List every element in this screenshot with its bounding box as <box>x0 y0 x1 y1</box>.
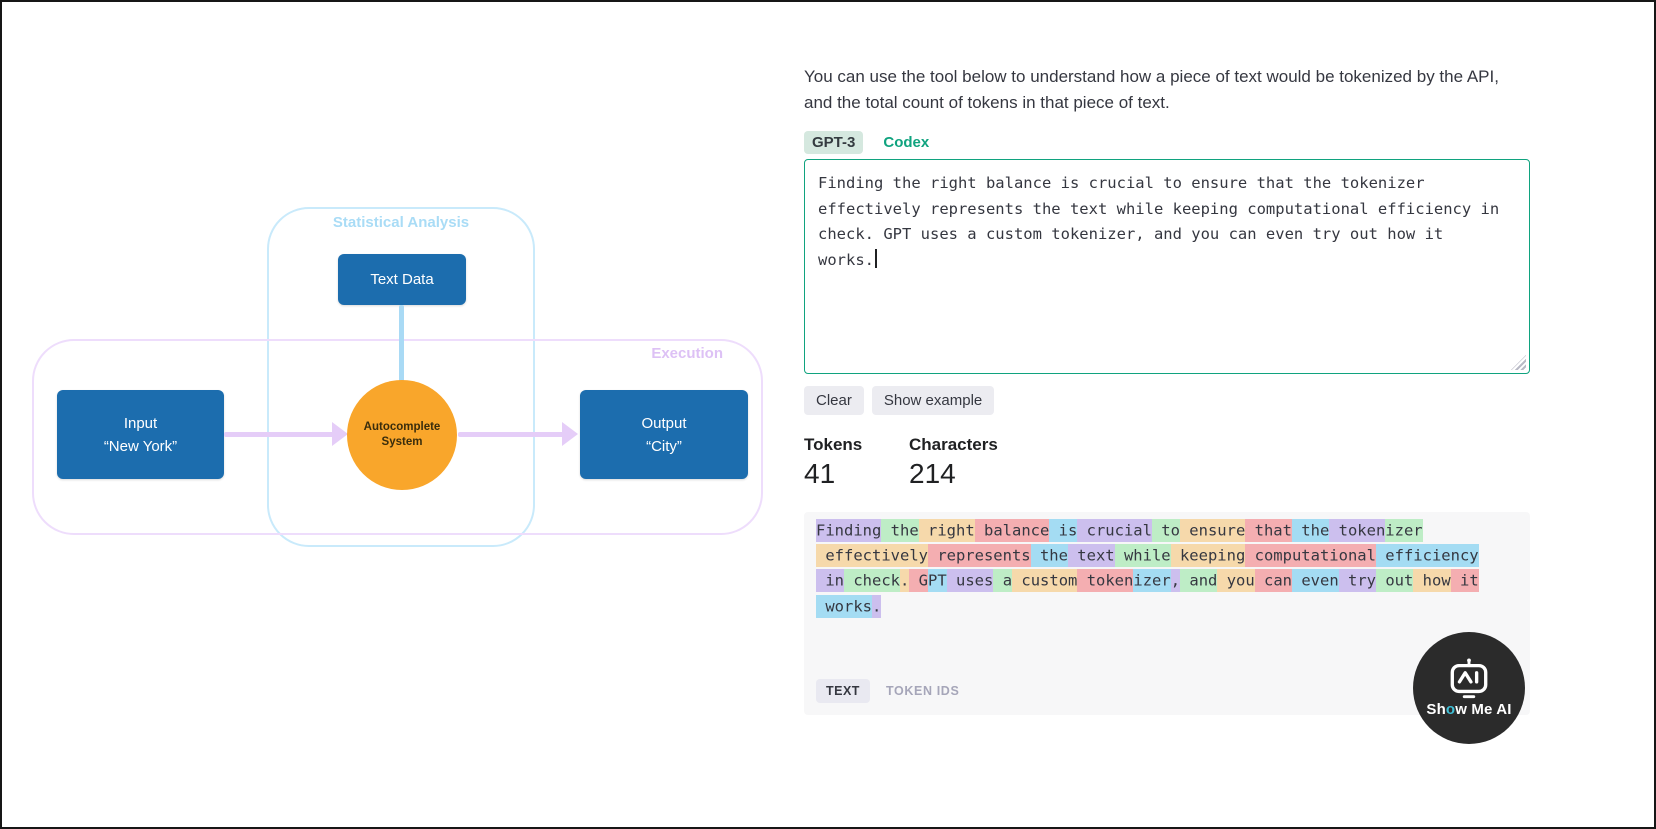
token-chip: the <box>1030 543 1068 567</box>
editor-text-line: Finding the right balance is crucial to … <box>818 174 1425 192</box>
node-output-line2: “City” <box>646 437 682 455</box>
token-chip: , <box>1170 569 1181 593</box>
token-chip: computational <box>1245 543 1376 567</box>
token-line: effectively represents the text while ke… <box>816 543 1518 571</box>
node-autocomplete-line2: System <box>381 436 423 448</box>
characters-label: Characters <box>909 435 998 454</box>
tokenizer-text-input[interactable]: Finding the right balance is crucial to … <box>804 159 1530 374</box>
token-chip: text <box>1067 543 1115 567</box>
arrow-input-to-system-head-icon <box>332 422 348 446</box>
logo-wordmark: Show Me AI <box>1426 701 1511 718</box>
token-chip: Finding <box>816 518 882 542</box>
token-chip: izer <box>1385 518 1423 542</box>
logo-text-post: w Me AI <box>1455 701 1512 718</box>
tab-gpt3[interactable]: GPT-3 <box>804 131 864 154</box>
token-chip: is <box>1049 518 1078 542</box>
logo-text-accent: o <box>1445 701 1456 718</box>
editor-text-line: check. GPT uses a custom tokenizer, and … <box>818 225 1444 243</box>
characters-value: 214 <box>909 458 956 489</box>
node-text-data-label: Text Data <box>370 271 434 288</box>
token-chip: efficiency <box>1375 543 1479 567</box>
token-chip: crucial <box>1077 518 1152 542</box>
intro-paragraph: You can use the tool below to understand… <box>804 64 1536 116</box>
intro-line: You can use the tool below to understand… <box>804 67 1499 86</box>
token-chip: to <box>1151 518 1180 542</box>
token-chip: balance <box>974 518 1050 542</box>
arrow-input-to-system-line <box>224 432 334 437</box>
token-chip: PT <box>928 569 947 593</box>
token-chip: G <box>909 569 929 593</box>
token-line: Finding the right balance is crucial to … <box>816 518 1518 546</box>
token-chip: right <box>918 518 975 542</box>
model-tabs: GPT-3 Codex <box>804 131 929 154</box>
node-input-line1: Input <box>123 414 158 432</box>
group-execution: Execution <box>32 339 763 535</box>
node-output: Output “City” <box>580 390 748 479</box>
token-chip: can <box>1254 569 1293 593</box>
output-view-tabs: TEXT TOKEN IDS <box>816 679 959 703</box>
token-chip: . <box>900 569 910 593</box>
arrow-system-to-output-head-icon <box>562 422 578 446</box>
token-chip: effectively <box>816 543 928 567</box>
editor-text-line: effectively represents the text while ke… <box>818 199 1500 218</box>
node-input-line2: “New York” <box>103 437 178 455</box>
tokens-stat: Tokens 41 <box>804 435 862 490</box>
show-example-button[interactable]: Show example <box>871 386 995 415</box>
textarea-resize-handle-icon[interactable] <box>1511 355 1526 370</box>
tokens-label: Tokens <box>804 435 863 454</box>
editor-actions: Clear Show example <box>804 386 995 415</box>
group-execution-label: Execution <box>651 345 723 362</box>
token-chip: check <box>844 569 900 593</box>
text-cursor <box>875 248 877 268</box>
robot-icon <box>1450 658 1488 699</box>
token-chip: token <box>1077 569 1134 593</box>
tokens-value: 41 <box>804 458 836 489</box>
token-chip: the <box>1291 518 1330 542</box>
token-chip: that <box>1245 518 1292 542</box>
token-chip: how <box>1413 569 1451 593</box>
node-autocomplete-system: Autocomplete System <box>347 380 457 490</box>
token-chip: . <box>872 594 882 618</box>
token-chip: it <box>1450 569 1479 593</box>
token-chip: ensure <box>1179 518 1246 542</box>
characters-stat: Characters 214 <box>909 435 998 490</box>
group-statistical-analysis-label: Statistical Analysis <box>332 214 470 231</box>
view-token-ids-button[interactable]: TOKEN IDS <box>885 684 960 698</box>
logo-text-pre: Sh <box>1426 701 1446 718</box>
token-chip: in <box>816 569 844 593</box>
token-chip: a <box>993 569 1013 593</box>
token-chip: the <box>881 518 919 542</box>
node-output-line1: Output <box>641 414 687 432</box>
token-chip: try <box>1338 569 1377 593</box>
token-chip: while <box>1114 543 1171 567</box>
intro-line: and the total count of tokens in that pi… <box>804 93 1170 112</box>
token-chip: represents <box>927 543 1031 567</box>
group-statistical-analysis: Statistical Analysis <box>267 207 535 547</box>
clear-button[interactable]: Clear <box>804 386 864 415</box>
view-text-button[interactable]: TEXT <box>816 679 870 703</box>
token-chip: custom <box>1012 569 1078 593</box>
token-chip: token <box>1329 518 1386 542</box>
token-visualization: Finding the right balance is crucial to … <box>804 512 1530 715</box>
token-chip: izer <box>1133 569 1171 593</box>
editor-text-line: works. <box>818 248 1516 274</box>
arrow-down-line <box>399 305 404 384</box>
node-input: Input “New York” <box>57 390 224 479</box>
node-autocomplete-line1: Autocomplete <box>363 421 441 433</box>
token-line: in check. GPT uses a custom tokenizer, a… <box>816 569 1518 597</box>
token-chip: you <box>1217 569 1255 593</box>
token-chip: even <box>1292 569 1339 593</box>
token-line: works. <box>816 594 1518 622</box>
token-chip: works <box>816 594 872 618</box>
node-text-data: Text Data <box>338 254 466 305</box>
token-chip: keeping <box>1170 543 1246 567</box>
tab-codex[interactable]: Codex <box>883 134 930 151</box>
token-chip: out <box>1376 569 1414 593</box>
token-chip: uses <box>946 569 994 593</box>
token-chip: and <box>1180 569 1218 593</box>
arrow-system-to-output-line <box>458 432 564 437</box>
show-me-ai-logo: Show Me AI <box>1413 632 1525 744</box>
